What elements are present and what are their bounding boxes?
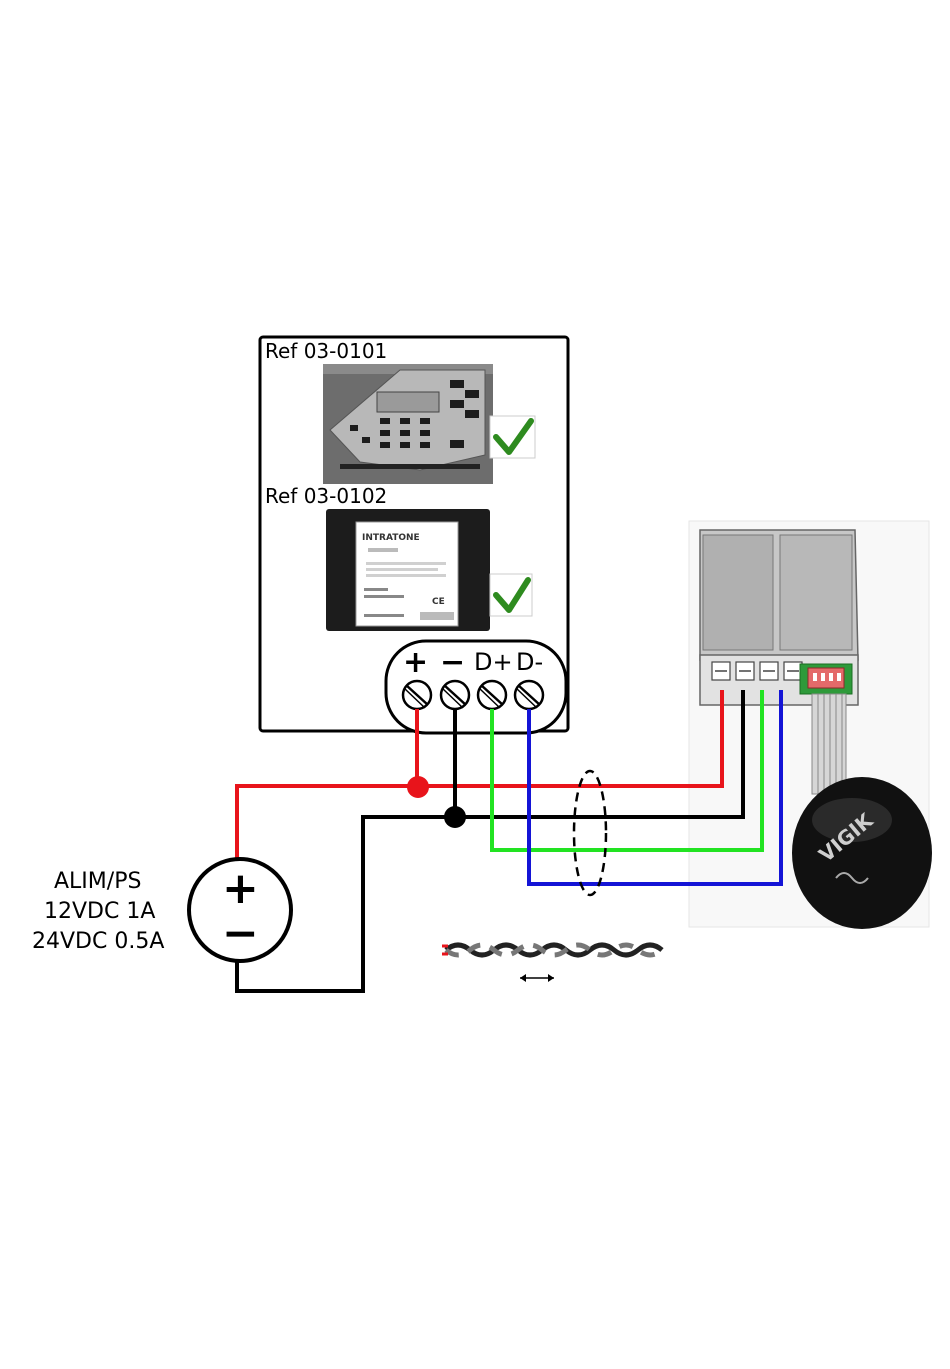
terminal-screw-d-minus [515, 681, 543, 709]
power-supply-plus: + [222, 863, 259, 914]
check-icon [490, 416, 535, 458]
cable-bundle-marker [574, 771, 606, 895]
module-device-image: INTRATONE CE [326, 509, 490, 631]
power-supply-minus: − [222, 908, 259, 959]
reader-module-image [700, 530, 858, 705]
terminal-screw-minus [441, 681, 469, 709]
vigik-reader-image: VIGIK [792, 777, 932, 929]
twisted-pair-illustration [442, 945, 662, 955]
terminal-screw-plus [403, 681, 431, 709]
terminal-label-d-plus: D+ [474, 648, 513, 676]
terminal-label-d-minus: D- [516, 648, 543, 676]
ref-label-1: Ref 03-0101 [265, 339, 387, 363]
ribbon-cable [812, 694, 846, 794]
power-supply-label-1: ALIM/PS [54, 869, 141, 894]
twist-pitch-arrow-icon [520, 974, 554, 982]
junction-minus [444, 806, 466, 828]
module-ce-label: CE [432, 597, 445, 607]
ref-label-2: Ref 03-0102 [265, 484, 387, 508]
keypad-device-image [323, 364, 493, 484]
wire-plus-to-psu [237, 786, 417, 860]
power-supply-label-3: 24VDC 0.5A [32, 929, 164, 954]
check-icon [490, 574, 532, 616]
terminal-label-plus: + [403, 645, 428, 680]
terminal-screw-d-plus [478, 681, 506, 709]
junction-plus [407, 776, 429, 798]
power-supply-label-2: 12VDC 1A [44, 899, 155, 924]
module-brand-label: INTRATONE [362, 533, 420, 543]
terminal-label-minus: − [440, 645, 465, 680]
